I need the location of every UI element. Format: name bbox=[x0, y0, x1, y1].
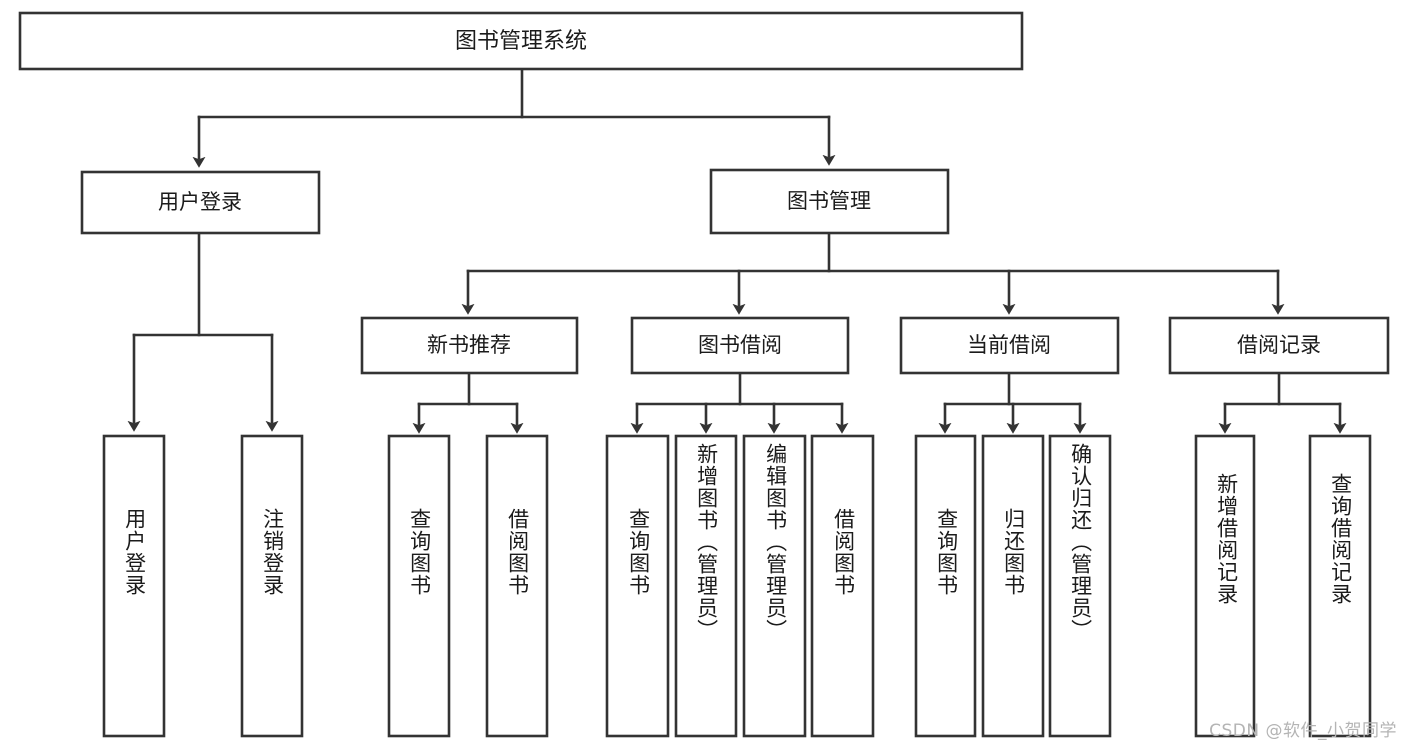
leaf-query-borrow-record-box[interactable] bbox=[1308, 434, 1372, 738]
node-current-borrow-label: 当前借阅 bbox=[967, 333, 1051, 357]
leaf-borrow-book-box[interactable] bbox=[810, 434, 875, 738]
node-user-login-label: 用户登录 bbox=[158, 190, 242, 214]
node-book-borrow-label: 图书借阅 bbox=[698, 333, 782, 357]
csdn-watermark: CSDN @软件_小贺同学 bbox=[1209, 721, 1397, 741]
leaf-user-login-box[interactable] bbox=[102, 434, 166, 738]
node-book-management-label: 图书管理 bbox=[787, 189, 871, 213]
node-borrow-record[interactable]: 借阅记录 bbox=[1168, 316, 1390, 375]
leaf-query-book-current-box[interactable] bbox=[914, 434, 977, 738]
node-book-borrow-box bbox=[630, 316, 850, 375]
node-user-login-box bbox=[80, 170, 321, 235]
node-new-book-recommend-box bbox=[360, 316, 579, 375]
node-root[interactable]: 图书管理系统 bbox=[18, 11, 1024, 71]
node-current-borrow[interactable]: 当前借阅 bbox=[899, 316, 1120, 375]
leaf-logout-box[interactable] bbox=[240, 434, 304, 738]
node-new-book-recommend[interactable]: 新书推荐 bbox=[360, 316, 579, 375]
leaf-query-book-recommend-box[interactable] bbox=[387, 434, 451, 738]
leaf-return-book-box[interactable] bbox=[981, 434, 1045, 738]
connector-layer bbox=[127, 67, 1347, 434]
node-root-label: 图书管理系统 bbox=[455, 29, 587, 54]
node-new-book-recommend-label: 新书推荐 bbox=[427, 333, 511, 357]
leaf-edit-book-admin-box[interactable] bbox=[742, 434, 807, 738]
node-borrow-record-box bbox=[1168, 316, 1390, 375]
leaf-add-borrow-record-box[interactable] bbox=[1194, 434, 1256, 738]
leaf-borrow-book-recommend-box[interactable] bbox=[485, 434, 549, 738]
leaf-confirm-return-admin-box[interactable] bbox=[1048, 434, 1112, 738]
node-current-borrow-box bbox=[899, 316, 1120, 375]
node-root-box bbox=[18, 11, 1024, 71]
node-book-management-box bbox=[709, 168, 950, 235]
leaf-box-layer bbox=[102, 434, 1372, 738]
leaf-query-book-borrow-box[interactable] bbox=[605, 434, 670, 738]
node-user-login[interactable]: 用户登录 bbox=[80, 170, 321, 235]
node-book-management[interactable]: 图书管理 bbox=[709, 168, 950, 235]
node-borrow-record-label: 借阅记录 bbox=[1237, 333, 1321, 357]
leaf-add-book-admin-box[interactable] bbox=[674, 434, 738, 738]
node-book-borrow[interactable]: 图书借阅 bbox=[630, 316, 850, 375]
